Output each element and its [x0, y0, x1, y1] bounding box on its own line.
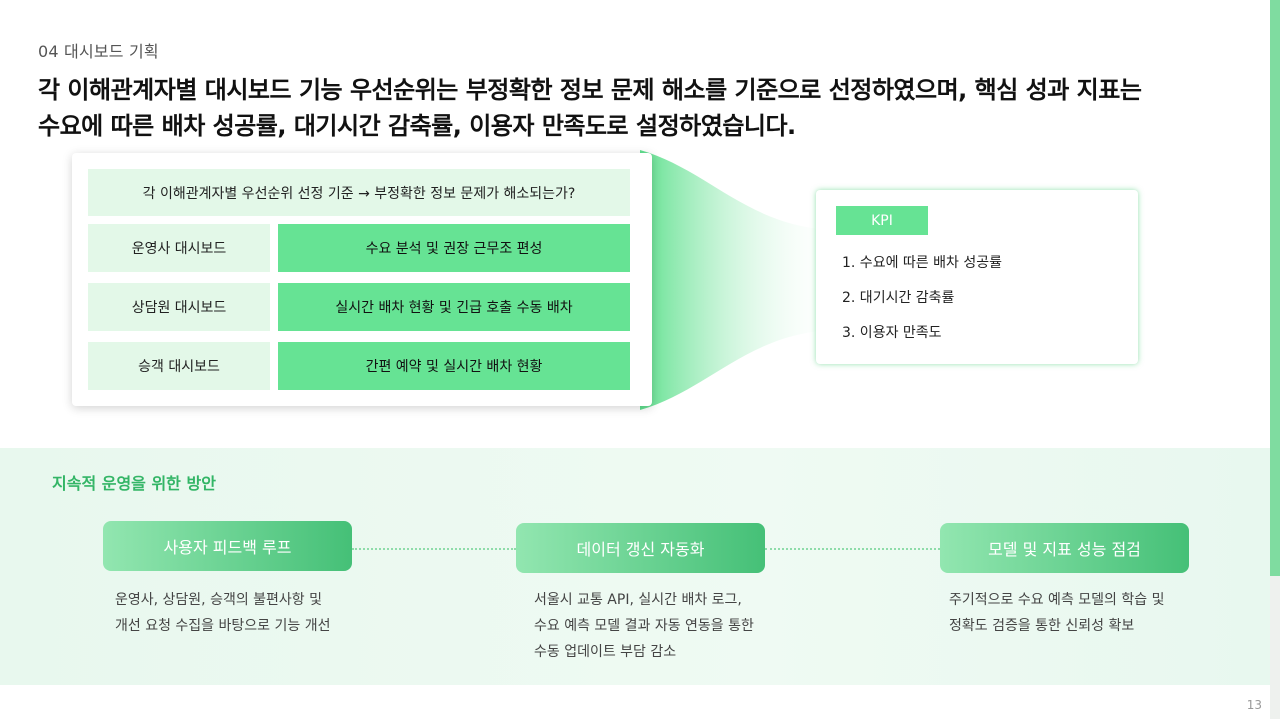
step-feedback-loop: 사용자 피드백 루프	[103, 521, 352, 571]
dashboard-name: 승객 대시보드	[88, 342, 270, 390]
dashboard-name: 운영사 대시보드	[88, 224, 270, 272]
page-headline: 각 이해관계자별 대시보드 기능 우선순위는 부정확한 정보 문제 해소를 기준…	[38, 72, 1238, 144]
criteria-heading: 각 이해관계자별 우선순위 선정 기준 → 부정확한 정보 문제가 해소되는가?	[88, 169, 630, 216]
scroll-thumb[interactable]	[1270, 0, 1280, 576]
step-model-check: 모델 및 지표 성능 점검	[940, 523, 1189, 573]
step-description-line: 수요 예측 모델 결과 자동 연동을 통한	[534, 618, 754, 634]
step-description: 운영사, 상담원, 승객의 불편사항 및 개선 요청 수집을 바탕으로 기능 개…	[115, 587, 330, 639]
sustainability-title: 지속적 운영을 위한 방안	[52, 474, 216, 493]
section-label: 04 대시보드 기획	[38, 42, 159, 61]
dashboard-name: 상담원 대시보드	[88, 283, 270, 331]
kpi-card: KPI 1. 수요에 따른 배차 성공률 2. 대기시간 감축률 3. 이용자 …	[816, 190, 1138, 364]
step-description-line: 정확도 검증을 통한 신뢰성 확보	[949, 618, 1135, 634]
step-connector	[765, 548, 940, 550]
step-description: 서울시 교통 API, 실시간 배차 로그, 수요 예측 모델 결과 자동 연동…	[534, 587, 754, 665]
dashboard-row-operator: 운영사 대시보드 수요 분석 및 권장 근무조 편성	[88, 224, 630, 272]
dashboard-feature: 실시간 배차 현황 및 긴급 호출 수동 배차	[278, 283, 630, 331]
step-description-line: 주기적으로 수요 예측 모델의 학습 및	[949, 592, 1165, 608]
headline-line-1: 각 이해관계자별 대시보드 기능 우선순위는 부정확한 정보 문제 해소를 기준…	[38, 76, 1142, 104]
step-connector	[352, 548, 516, 550]
dashboard-feature: 수요 분석 및 권장 근무조 편성	[278, 224, 630, 272]
kpi-item: 3. 이용자 만족도	[842, 325, 942, 341]
step-description-line: 운영사, 상담원, 승객의 불편사항 및	[115, 592, 323, 608]
step-data-refresh: 데이터 갱신 자동화	[516, 523, 765, 573]
dashboard-feature: 간편 예약 및 실시간 배차 현황	[278, 342, 630, 390]
kpi-item: 2. 대기시간 감축률	[842, 290, 955, 306]
dashboard-row-agent: 상담원 대시보드 실시간 배차 현황 및 긴급 호출 수동 배차	[88, 283, 630, 331]
dashboard-row-passenger: 승객 대시보드 간편 예약 및 실시간 배차 현황	[88, 342, 630, 390]
step-description: 주기적으로 수요 예측 모델의 학습 및 정확도 검증을 통한 신뢰성 확보	[949, 587, 1164, 639]
kpi-tag: KPI	[836, 206, 928, 235]
step-description-line: 서울시 교통 API, 실시간 배차 로그,	[534, 592, 742, 608]
headline-line-2: 수요에 따른 배차 성공률, 대기시간 감축률, 이용자 만족도로 설정하였습니…	[38, 112, 796, 140]
step-description-line: 수동 업데이트 부담 감소	[534, 644, 677, 660]
funnel-connector-graphic	[640, 150, 840, 410]
kpi-item: 1. 수요에 따른 배차 성공률	[842, 255, 1002, 271]
priority-criteria-card: 각 이해관계자별 우선순위 선정 기준 → 부정확한 정보 문제가 해소되는가?…	[72, 153, 652, 406]
page-number: 13	[1246, 698, 1262, 712]
step-description-line: 개선 요청 수집을 바탕으로 기능 개선	[115, 618, 331, 634]
